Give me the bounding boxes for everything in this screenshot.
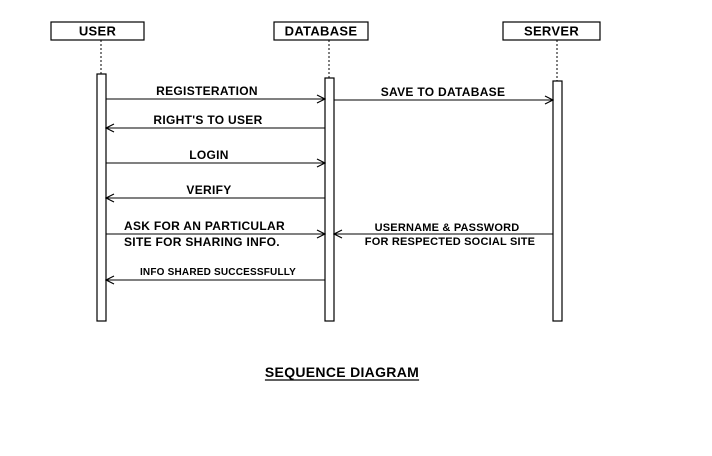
label-save-to-database: SAVE TO DATABASE [381, 85, 506, 99]
activation-bar-user [96, 73, 107, 322]
label-ask-site-line1: ASK FOR AN PARTICULAR [124, 219, 285, 233]
diagram-title: SEQUENCE DIAGRAM [265, 364, 419, 380]
participant-user-label: USER [79, 24, 117, 39]
label-ask-site-line2: SITE FOR SHARING INFO. [124, 235, 280, 249]
activation-bar-server [552, 80, 563, 322]
participant-user: USER [50, 21, 145, 41]
participant-database: DATABASE [273, 21, 369, 41]
label-rights-to-user: RIGHT'S TO USER [153, 113, 262, 127]
participant-server: SERVER [502, 21, 601, 41]
label-credentials-line2: FOR RESPECTED SOCIAL SITE [365, 236, 535, 248]
label-login: LOGIN [189, 148, 229, 162]
participant-database-label: DATABASE [285, 24, 358, 39]
participant-server-label: SERVER [524, 24, 579, 39]
label-registration: REGISTERATION [156, 84, 258, 98]
label-verify: VERIFY [186, 183, 231, 197]
label-credentials-line1: USERNAME & PASSWORD [375, 222, 520, 234]
activation-bar-database [324, 77, 335, 322]
label-info-shared: INFO SHARED SUCCESSFULLY [140, 267, 296, 278]
